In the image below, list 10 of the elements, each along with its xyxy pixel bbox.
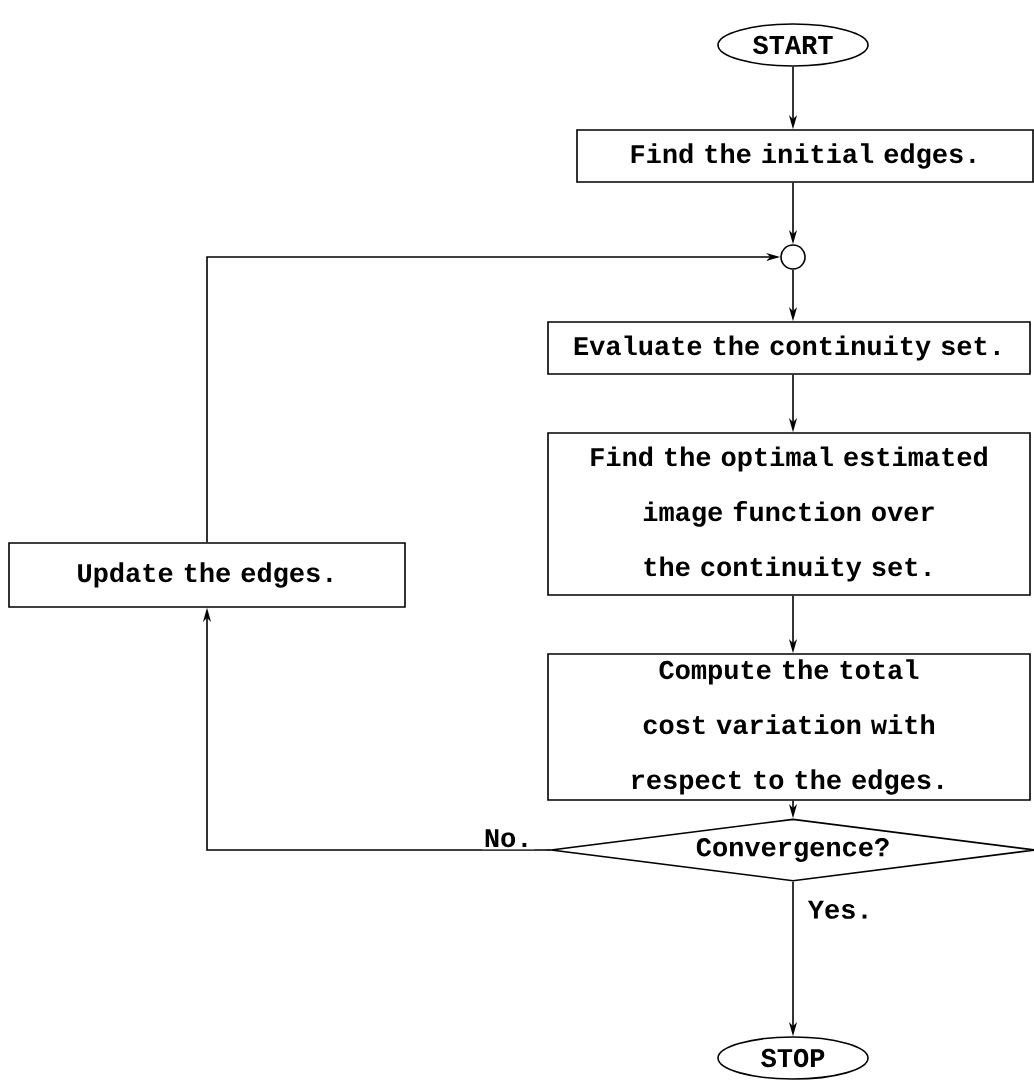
edge-label: Yes. xyxy=(805,898,875,921)
stop-terminal: STOP xyxy=(717,1036,869,1080)
junction-circle xyxy=(780,244,806,270)
edge-label: No. xyxy=(481,827,535,850)
process-box: Find the initial edges. xyxy=(576,129,1034,183)
process-box: Evaluate the continuity set. xyxy=(547,321,1031,375)
process-box: Find the optimal estimated image function over the continuity set. xyxy=(547,432,1031,596)
start-terminal: START xyxy=(717,23,869,67)
process-box: Update the edges. xyxy=(8,542,406,608)
process-box: Compute the total cost variation with respect to the edges. xyxy=(547,653,1031,801)
